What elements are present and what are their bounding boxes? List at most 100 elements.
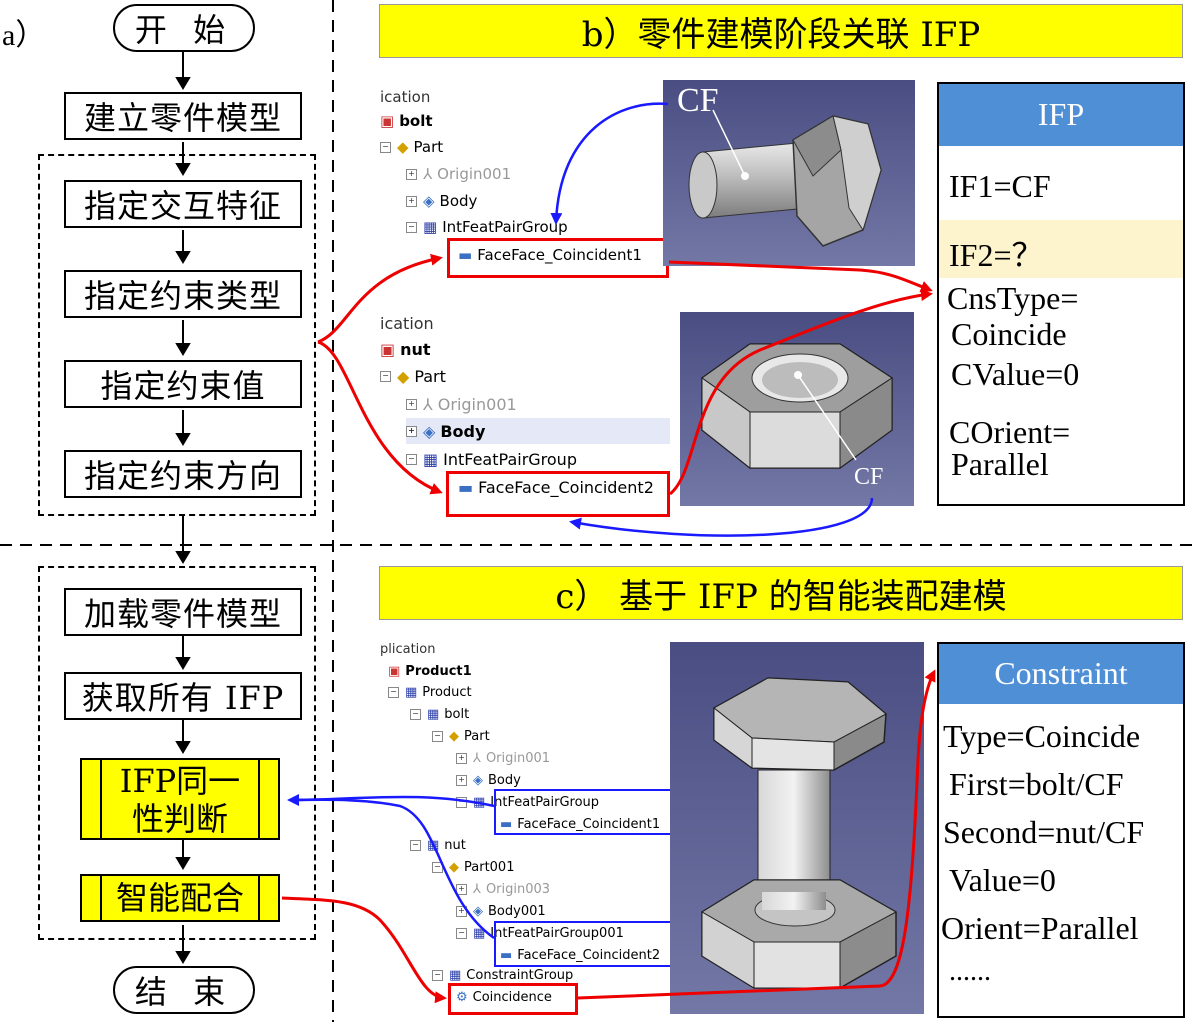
group-icon: ▦ bbox=[423, 218, 438, 236]
tree-item-origin[interactable]: +⅄Origin001 bbox=[406, 395, 517, 414]
tree-item-facepair-2[interactable]: ▬FaceFace_Coincident2 bbox=[458, 478, 654, 497]
tree-item-facepair-1[interactable]: ▬FaceFace_Coincident1 bbox=[458, 246, 642, 264]
document-icon: ▣ bbox=[380, 112, 395, 130]
tree-bolt: ication ▣bolt −◆Part +⅄Origin001 +◈Body … bbox=[380, 82, 655, 282]
step-specify-constraint-value: 指定约束值 bbox=[64, 360, 302, 408]
expand-icon: + bbox=[456, 906, 467, 917]
ifp-highlight-row bbox=[939, 220, 1183, 278]
nut-viewport: CF bbox=[680, 312, 914, 506]
highlight-facepair-2 bbox=[446, 471, 670, 517]
decision-ifp-identity-line2: 性判断 bbox=[131, 800, 228, 838]
expand-icon: + bbox=[456, 775, 467, 786]
tree-item-body-selected[interactable]: +◈Body bbox=[406, 418, 670, 444]
tree-item-bolt[interactable]: −▦bolt bbox=[410, 707, 469, 722]
tree-header: ication bbox=[380, 314, 434, 333]
collapse-icon: − bbox=[406, 454, 417, 465]
tree-item-intfeatpairgroup[interactable]: −▦IntFeatPairGroup bbox=[406, 218, 568, 236]
tree-item-product1[interactable]: ▣Product1 bbox=[388, 664, 472, 679]
panel-b-title: b）零件建模阶段关联 IFP bbox=[379, 4, 1183, 58]
tree-item-body[interactable]: +◈Body bbox=[456, 773, 521, 788]
group-icon: ▦ bbox=[423, 450, 439, 469]
tree-item-body001[interactable]: +◈Body001 bbox=[456, 904, 546, 919]
expand-icon: + bbox=[406, 168, 417, 180]
highlight-group-nut bbox=[494, 921, 674, 967]
tree-item-origin[interactable]: +⅄Origin001 bbox=[456, 751, 550, 766]
tree-item-part[interactable]: −◆Part bbox=[432, 729, 490, 744]
product-icon: ▦ bbox=[427, 838, 440, 853]
tree-item-product[interactable]: −▦Product bbox=[388, 685, 472, 700]
expand-icon: + bbox=[456, 753, 467, 764]
ifp-line-coincide: Coincide bbox=[951, 316, 1067, 352]
tree-item-constraintgroup[interactable]: −▦ConstraintGroup bbox=[432, 968, 573, 983]
assembly-model bbox=[701, 677, 898, 989]
collapse-icon: − bbox=[406, 221, 417, 233]
product-icon: ▦ bbox=[405, 685, 418, 700]
tree-item-nut[interactable]: −▦nut bbox=[410, 838, 466, 853]
body-icon: ◈ bbox=[423, 192, 435, 210]
origin-icon: ⅄ bbox=[423, 395, 433, 414]
pair-icon: ▬ bbox=[500, 948, 513, 963]
pair-icon: ▬ bbox=[500, 817, 513, 832]
ifp-panel: IFP IF1=CF IF2=？ CnsType= Coincide CValu… bbox=[937, 82, 1185, 506]
tree-header: ication bbox=[380, 88, 431, 106]
tree-item-origin003[interactable]: +⅄Origin003 bbox=[456, 882, 550, 897]
tree-header: plication bbox=[380, 642, 436, 657]
document-icon: ▣ bbox=[380, 340, 396, 359]
origin-icon: ⅄ bbox=[473, 751, 481, 766]
origin-icon: ⅄ bbox=[473, 882, 481, 897]
tree-item-body[interactable]: +◈Body bbox=[406, 192, 477, 210]
panel-a-label: a） bbox=[2, 19, 46, 52]
tree-item-nut[interactable]: ▣nut bbox=[380, 340, 431, 359]
ifp-line-if2: IF2=？ bbox=[949, 237, 1044, 273]
part-icon: ◆ bbox=[449, 729, 459, 744]
part-modeling-group bbox=[38, 154, 316, 516]
constraint-panel-title: Constraint bbox=[939, 644, 1183, 704]
body-icon: ◈ bbox=[473, 773, 483, 788]
expand-icon: + bbox=[406, 425, 417, 437]
expand-icon: + bbox=[406, 399, 417, 410]
tree-item-bolt[interactable]: ▣bolt bbox=[380, 112, 433, 130]
ifp-panel-title: IFP bbox=[939, 84, 1183, 146]
origin-icon: ⅄ bbox=[423, 165, 433, 183]
end-node: 结 束 bbox=[113, 966, 255, 1014]
group-icon: ▦ bbox=[449, 968, 462, 983]
ifp-line-cvalue: CValue=0 bbox=[951, 356, 1080, 392]
tree-item-part[interactable]: −◆Part bbox=[380, 367, 446, 386]
tree-item-part[interactable]: −◆Part bbox=[380, 138, 443, 156]
body-icon: ◈ bbox=[473, 904, 483, 919]
constraint-line-value: Value=0 bbox=[949, 862, 1056, 898]
ifp-line-if1: IF1=CF bbox=[949, 168, 1051, 204]
part-icon: ◆ bbox=[449, 860, 459, 875]
flow-arrows bbox=[175, 52, 191, 964]
decision-ifp-identity: IFP同一 性判断 bbox=[80, 758, 280, 840]
ifp-line-parallel: Parallel bbox=[951, 446, 1049, 482]
product-icon: ▦ bbox=[427, 707, 440, 722]
tree-item-coincidence[interactable]: ⚙Coincidence bbox=[456, 990, 552, 1005]
step-specify-constraint-type: 指定约束类型 bbox=[64, 270, 302, 318]
constraint-icon: ⚙ bbox=[456, 990, 468, 1005]
constraint-line-orient: Orient=Parallel bbox=[941, 910, 1139, 946]
step-specify-constraint-direction: 指定约束方向 bbox=[64, 450, 302, 498]
collapse-icon: − bbox=[456, 797, 467, 808]
collapse-icon: − bbox=[388, 687, 399, 698]
tree-item-intfeatpairgroup[interactable]: −▦IntFeatPairGroup bbox=[406, 450, 577, 469]
start-node: 开 始 bbox=[113, 4, 255, 52]
pair-icon: ▬ bbox=[458, 246, 473, 264]
collapse-icon: − bbox=[380, 141, 391, 153]
constraint-line-first: First=bolt/CF bbox=[949, 766, 1124, 802]
part-icon: ◆ bbox=[397, 367, 410, 386]
constraint-line-second: Second=nut/CF bbox=[943, 814, 1145, 850]
constraint-line-type: Type=Coincide bbox=[943, 718, 1141, 754]
step-load-part-model: 加载零件模型 bbox=[64, 588, 302, 636]
bolt-cf-label: CF bbox=[677, 82, 719, 119]
step-smart-mate: 智能配合 bbox=[80, 874, 280, 922]
highlight-group-bolt bbox=[494, 789, 674, 835]
tree-item-part001[interactable]: −◆Part001 bbox=[432, 860, 514, 875]
document-icon: ▣ bbox=[388, 664, 401, 679]
collapse-icon: − bbox=[380, 371, 391, 382]
ifp-line-cnstype: CnsType= bbox=[947, 280, 1079, 316]
tree-item-origin[interactable]: +⅄Origin001 bbox=[406, 165, 511, 183]
collapse-icon: − bbox=[456, 928, 467, 939]
collapse-icon: − bbox=[432, 862, 443, 873]
assembly-group bbox=[38, 566, 316, 940]
